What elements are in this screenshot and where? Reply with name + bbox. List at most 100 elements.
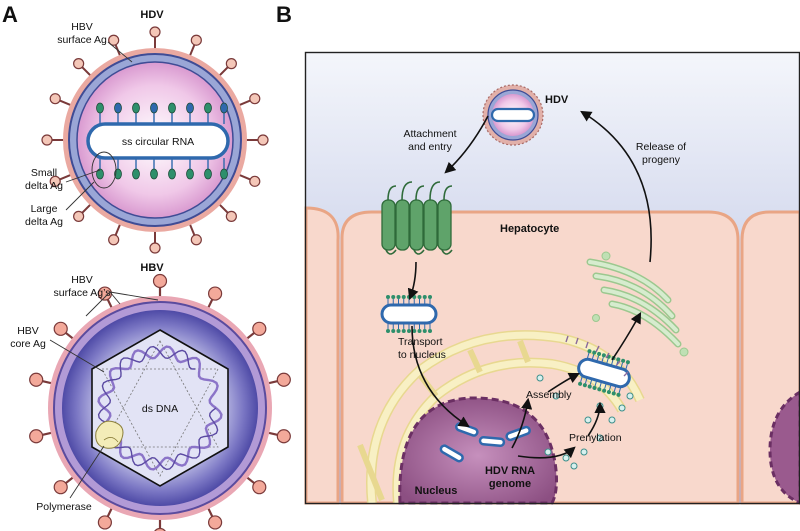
hdv-spike-stem xyxy=(114,222,122,237)
hdv-rna-label: ss circular RNA xyxy=(122,136,194,148)
hdv-spike-head xyxy=(49,175,61,187)
nucleus xyxy=(398,396,558,505)
neighbor-nucleus xyxy=(768,390,800,505)
hdv-spike-stem xyxy=(80,202,93,215)
rnp-transport xyxy=(380,295,438,333)
hbv-spike-head xyxy=(154,527,166,531)
er-prenylation-marks xyxy=(565,335,629,377)
hdv-spike-head xyxy=(249,93,261,105)
delta-antigen-bottom xyxy=(96,168,104,180)
arrow-assembly xyxy=(547,372,581,393)
arrow-to-golgi xyxy=(611,312,642,361)
genome-label-2: genome xyxy=(489,478,531,490)
rnp-antigen xyxy=(597,351,602,356)
rnp-antigen xyxy=(407,329,411,333)
hdv-spike-head xyxy=(225,210,237,222)
rnp-antigen xyxy=(401,329,406,333)
arrow-internalize xyxy=(407,261,419,301)
hbv-spike-head xyxy=(152,273,168,289)
assembly-label: Assembly xyxy=(526,389,572,401)
delta-antigen-top xyxy=(150,102,158,114)
hbv-spike-head xyxy=(276,372,291,387)
rnp-antigen xyxy=(592,350,597,355)
hdv-virion-extracellular: HDV xyxy=(482,84,569,146)
hdv-surface-spikes xyxy=(41,26,269,254)
rnp-antigen xyxy=(422,295,427,299)
hdv-spike-stem xyxy=(237,99,252,107)
small-delta-label-1: Small xyxy=(31,167,57,179)
transport-label-1: Transport xyxy=(398,336,443,348)
rnp-antigen xyxy=(396,329,401,333)
hbv-surface-spikes xyxy=(29,273,291,531)
rnp-antigen xyxy=(401,295,406,299)
hbv-capsid-facets xyxy=(101,340,219,448)
rnp-antigen xyxy=(587,384,592,389)
arrow-to-prenylation xyxy=(517,446,576,459)
hdv-delta-antigens xyxy=(96,102,228,180)
release-label-2: progeny xyxy=(642,154,681,166)
rnp-antigen xyxy=(625,360,630,365)
polymerase-label: Polymerase xyxy=(36,501,92,513)
hbv-core-label-1: HBV xyxy=(17,325,39,337)
delta-antigen-bottom xyxy=(150,168,158,180)
hdv-spike-stem xyxy=(188,43,196,58)
hdv-spike-head xyxy=(73,210,85,222)
delta-antigen-bottom xyxy=(132,168,140,180)
hbv-spike-head xyxy=(29,429,44,444)
polymerase-leader xyxy=(69,445,105,499)
hdv-spike-head xyxy=(49,93,61,105)
rnp-antigen xyxy=(428,295,432,299)
hepatocyte-label: Hepatocyte xyxy=(500,223,559,235)
prenylation-label: Prenylation xyxy=(569,432,622,444)
hbv-spike-head xyxy=(29,372,44,387)
hbv-particle: HBV ds DNA HBV surface Ag’s HBV core Ag … xyxy=(10,262,291,531)
hdv-spike-head xyxy=(73,58,85,70)
rnp-antigen xyxy=(592,385,597,390)
rnp-antigen xyxy=(396,295,401,299)
hbv-capsid-facets-2 xyxy=(101,368,219,477)
hbv-core-leader xyxy=(49,339,105,373)
hdv-spike-head xyxy=(249,175,261,187)
rnp-antigen xyxy=(412,329,417,333)
arrow-nucleus-up xyxy=(511,397,533,449)
genome-label-1: HDV RNA xyxy=(485,465,535,477)
hbv-spike-head xyxy=(53,321,68,336)
arrow-attachment xyxy=(444,115,489,174)
rnp-antigen xyxy=(417,329,422,333)
hbv-title: HBV xyxy=(140,262,164,274)
hdv-spike-stem xyxy=(58,173,73,181)
rnp-antigen xyxy=(616,392,621,397)
rnp-antigen xyxy=(428,329,432,333)
rnp-antigen xyxy=(606,390,611,395)
rnp-antigen xyxy=(601,353,606,358)
neighbor-cell-left xyxy=(304,206,340,505)
attachment-label-1: Attachment xyxy=(403,128,456,140)
rnp-antigen xyxy=(597,387,602,392)
rnp-antigen xyxy=(386,329,390,333)
hdv-particle: HDV ss circular RNA HBV surface Ag Small… xyxy=(25,9,269,254)
rnp-antigen xyxy=(602,388,607,393)
hdv-spike-head xyxy=(108,234,120,246)
delta-antigen-top xyxy=(114,102,122,114)
rnp-antigen xyxy=(611,391,616,396)
arrow-transport xyxy=(411,325,470,428)
delta-antigen-top xyxy=(204,102,212,114)
delta-antigen-bottom xyxy=(186,168,194,180)
release-label-1: Release of xyxy=(636,141,686,153)
panel-b-letter: B xyxy=(276,2,292,27)
rnp-antigen xyxy=(616,357,621,362)
delta-antigen-bottom xyxy=(168,168,176,180)
hdv-surface-label-1: HBV xyxy=(71,21,93,33)
er-edge xyxy=(357,443,385,502)
rnp-antigen xyxy=(417,295,422,299)
hbv-surface-leader xyxy=(85,291,159,317)
hbv-surface-label-2: surface Ag’s xyxy=(53,287,110,299)
large-delta-label-2: delta Ag xyxy=(25,216,63,228)
hdv-surface-leader xyxy=(107,41,133,63)
rnp-antigen xyxy=(422,329,427,333)
small-delta-leader xyxy=(65,169,101,183)
rnp-antigen xyxy=(391,329,396,333)
hbv-spike-head xyxy=(208,286,223,301)
rnp-antigen xyxy=(621,358,626,363)
